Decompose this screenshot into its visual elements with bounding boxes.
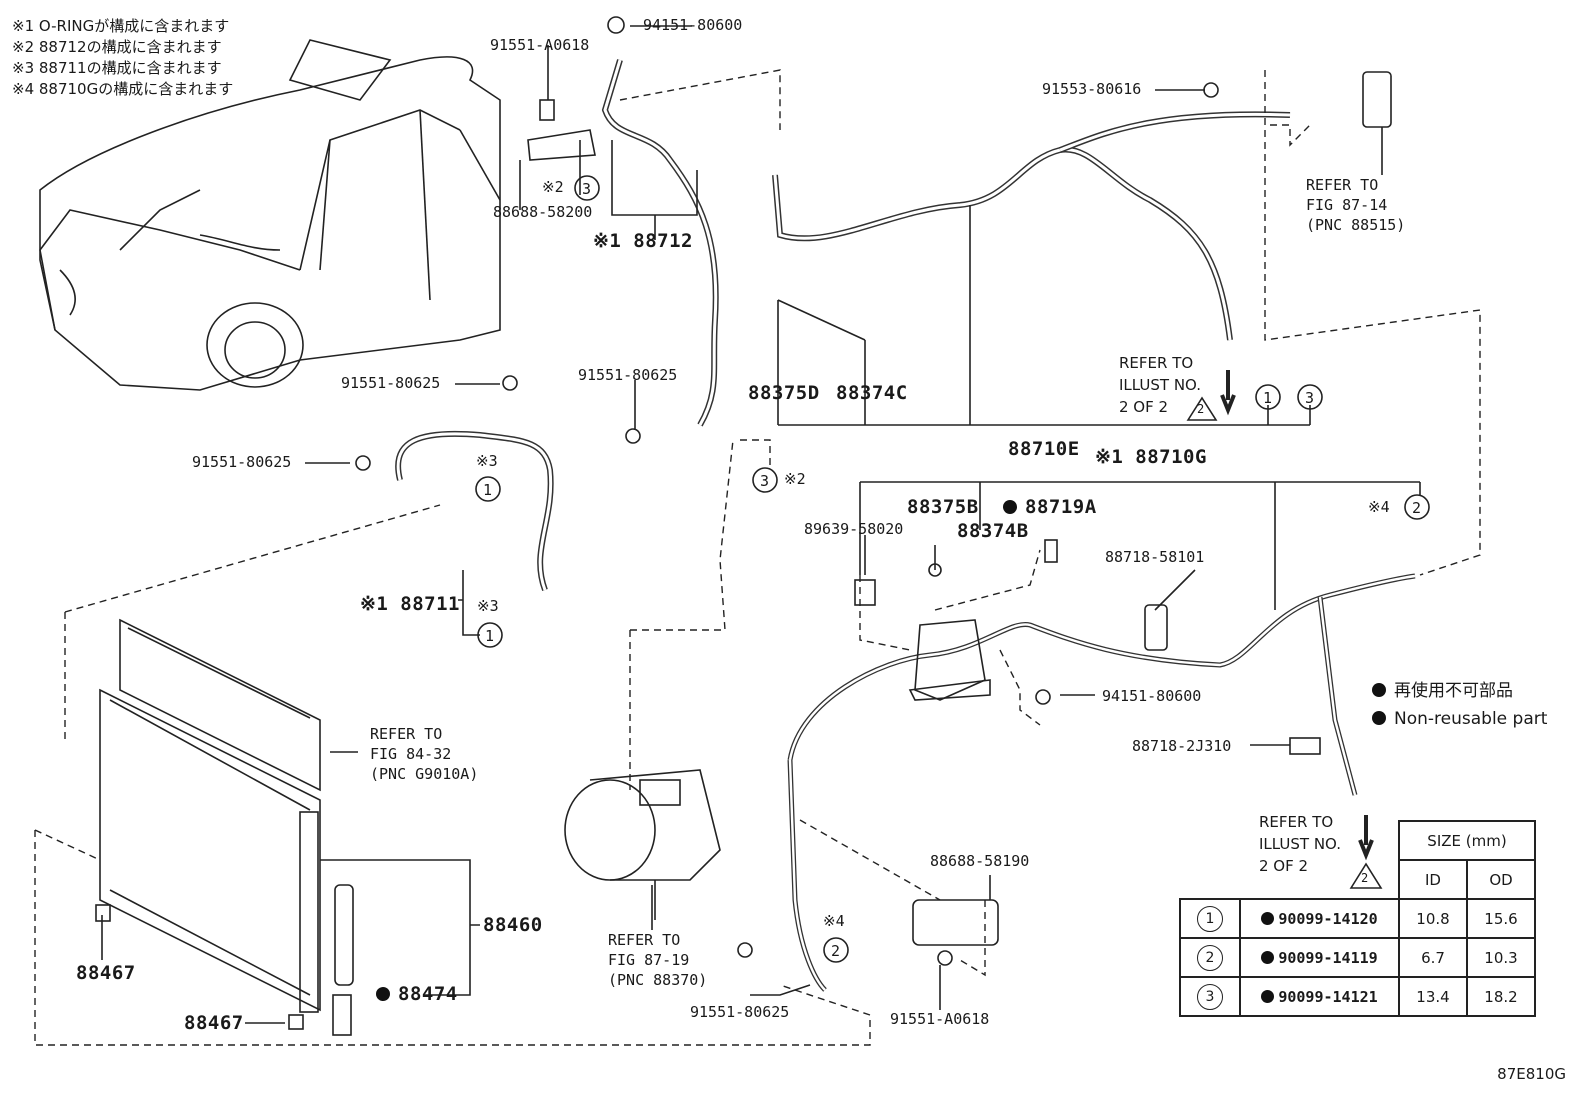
note-1: ※1 O-RINGが構成に含まれます xyxy=(12,17,230,35)
non-reusable-dot-icon xyxy=(1003,500,1017,514)
non-reusable-dot-icon xyxy=(376,987,390,1001)
label-91553-80616: 91553-80616 xyxy=(1042,80,1142,98)
circle-num-3-a: 3 xyxy=(582,180,592,198)
label-88719A: 88719A xyxy=(1003,496,1097,518)
note-4: ※4 88710Gの構成に含まれます xyxy=(12,80,234,98)
circle-callouts xyxy=(475,175,1430,963)
label-88474: 88474 xyxy=(376,983,458,1005)
label-88688-58190: 88688-58190 xyxy=(930,852,1030,870)
label-88711: ※1 88711 xyxy=(360,593,460,615)
non-reusable-dot-icon xyxy=(1261,989,1275,1003)
expansion-valve xyxy=(1362,71,1392,128)
circle-num-1-a: 1 xyxy=(1263,389,1273,407)
small-parts xyxy=(95,16,1321,1030)
label-91551-80625-b: 91551-80625 xyxy=(192,453,292,471)
label-91551-80625-a: 91551-80625 xyxy=(341,374,441,392)
non-reusable-dot-icon xyxy=(1261,950,1275,964)
label-88712: ※1 88712 xyxy=(593,230,693,252)
label-note3-b: ※3 xyxy=(477,597,499,615)
size-header: SIZE (mm) xyxy=(1398,820,1536,861)
col-od: OD xyxy=(1466,859,1536,900)
col-id: ID xyxy=(1398,859,1468,900)
vehicle-outline xyxy=(39,39,501,391)
non-reusable-dot-icon xyxy=(1372,683,1386,697)
non-reusable-dot-icon xyxy=(1261,911,1275,925)
circle-num-3-c: 3 xyxy=(760,472,770,490)
diagram-code: 87E810G xyxy=(1497,1065,1566,1083)
label-91551-80625-d: 91551-80625 xyxy=(690,1003,790,1021)
pipe-88710E xyxy=(772,146,1233,341)
label-note4-a: ※4 xyxy=(1368,498,1390,516)
hose-88711 xyxy=(395,430,554,592)
note-2: ※2 88712の構成に含まれます xyxy=(12,38,222,56)
label-88375D: 88375D xyxy=(748,382,820,404)
circle-num-1-c: 1 xyxy=(485,627,495,645)
label-88374C: 88374C xyxy=(836,382,908,404)
triangle-num-top: 2 xyxy=(1197,402,1205,416)
label-88710G: ※1 88710G xyxy=(1095,446,1207,468)
label-note3-a: ※3 xyxy=(476,452,498,470)
legend-en: Non-reusable part xyxy=(1372,705,1547,733)
label-88374B: 88374B xyxy=(957,520,1029,542)
label-note2-a: ※2 xyxy=(542,178,564,196)
label-note4-b: ※4 xyxy=(823,912,845,930)
label-94151-80600-mid: 94151-80600 xyxy=(1102,687,1202,705)
circle-num-1-b: 1 xyxy=(483,481,493,499)
legend-jp: 再使用不可部品 xyxy=(1372,677,1547,705)
label-88718-58101: 88718-58101 xyxy=(1105,548,1205,566)
circle-num-2-b: 2 xyxy=(831,942,841,960)
oring-size-table: SIZE (mm) ID OD 1 90099-14120 10.8 15.6 … xyxy=(1179,820,1536,1017)
compressor xyxy=(564,769,721,920)
label-89639-58020: 89639-58020 xyxy=(804,520,904,538)
triangle-num-bottom: 2 xyxy=(1361,871,1369,885)
label-91551-A0618-bot: 91551-A0618 xyxy=(890,1010,990,1028)
expansion-block xyxy=(914,619,986,701)
table-row: 2 90099-14119 6.7 10.3 xyxy=(1179,937,1536,978)
label-88375B: 88375B xyxy=(907,496,979,518)
label-91551-80625-c: 91551-80625 xyxy=(578,366,678,384)
note-3: ※3 88711の構成に含まれます xyxy=(12,59,222,77)
legend: 再使用不可部品 Non-reusable part xyxy=(1372,677,1547,733)
label-88467-a: 88467 xyxy=(76,962,136,984)
notes-block: ※1 O-RINGが構成に含まれます ※2 88712の構成に含まれます ※3 … xyxy=(12,16,233,100)
condenser xyxy=(99,618,354,1036)
label-88710E: 88710E xyxy=(1008,438,1080,460)
label-88460: 88460 xyxy=(483,914,543,936)
label-94151-80600-top: 94151-80600 xyxy=(643,16,743,34)
label-88467-b: 88467 xyxy=(184,1012,244,1034)
label-note2-b: ※2 xyxy=(784,470,806,488)
label-88688-58200: 88688-58200 xyxy=(493,203,593,221)
table-row: 3 90099-14121 13.4 18.2 xyxy=(1179,976,1536,1017)
table-row: 1 90099-14120 10.8 15.6 xyxy=(1179,898,1536,939)
label-88718-2J310: 88718-2J310 xyxy=(1132,737,1232,755)
label-91551-A0618-top: 91551-A0618 xyxy=(490,36,590,54)
circle-num-3-b: 3 xyxy=(1305,389,1315,407)
circle-num-2-a: 2 xyxy=(1412,499,1422,517)
non-reusable-dot-icon xyxy=(1372,711,1386,725)
